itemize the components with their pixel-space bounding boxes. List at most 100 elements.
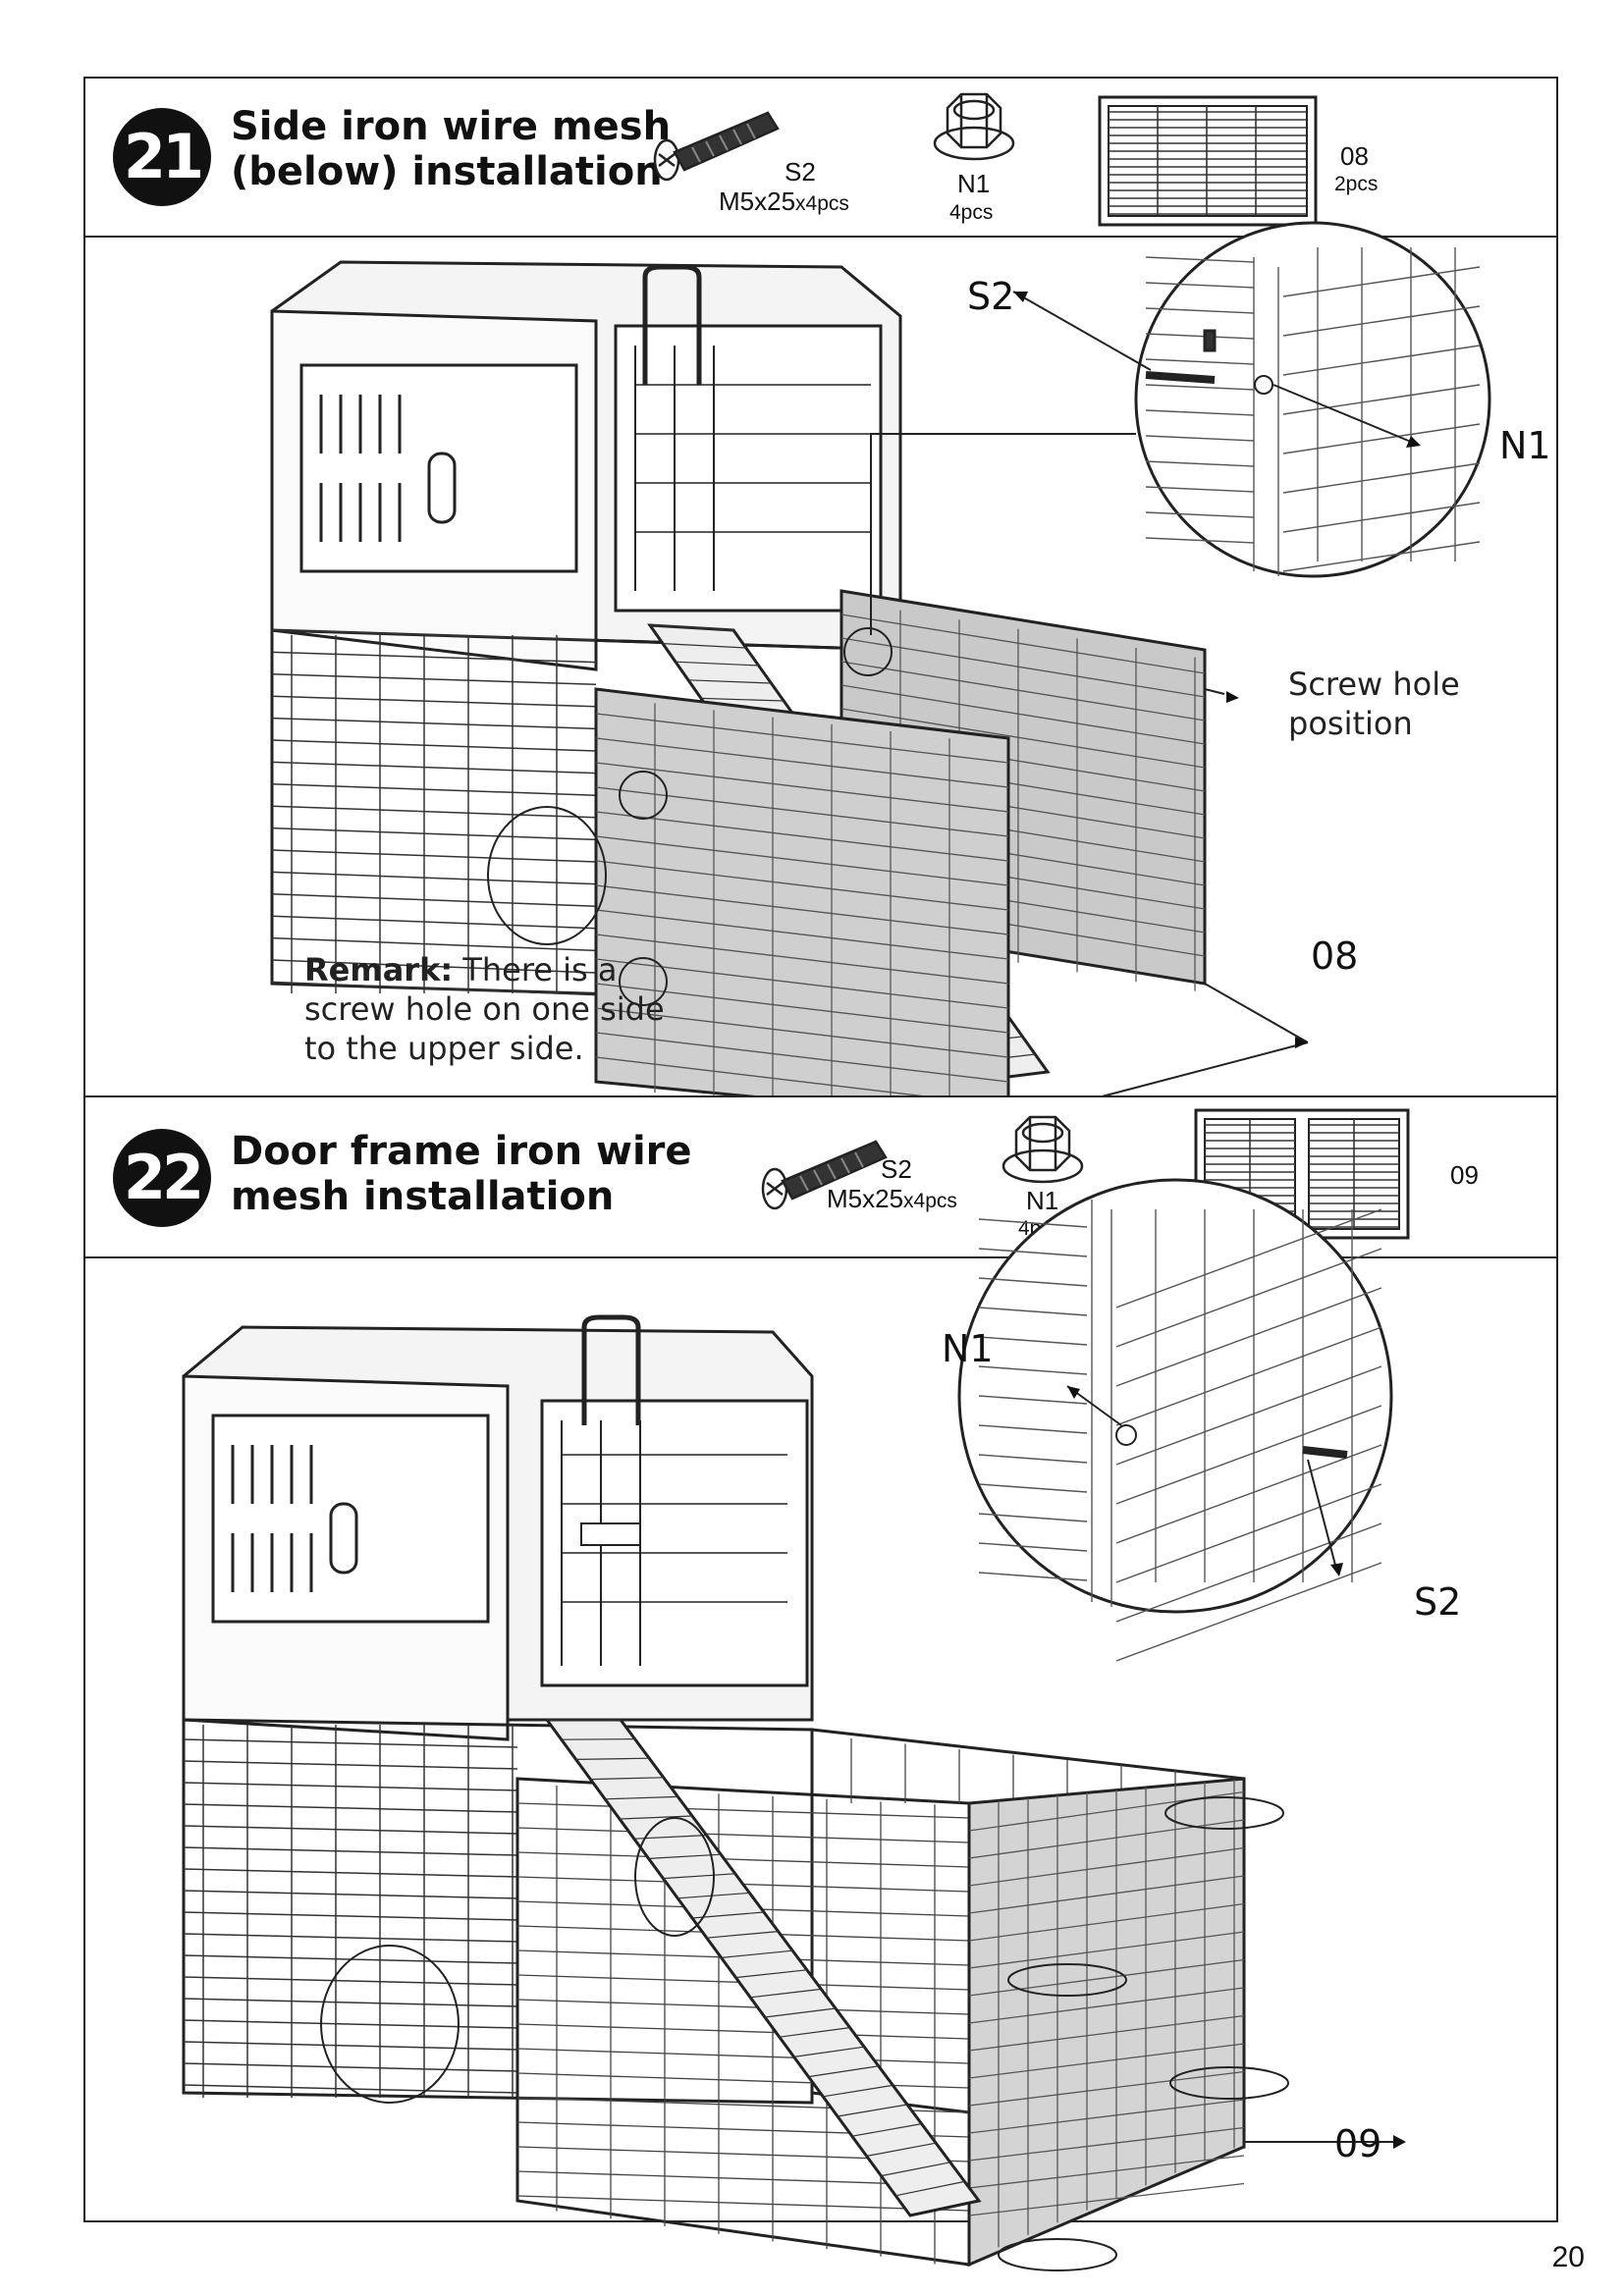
wire-line [978,1277,1088,1287]
wire-line [271,805,597,819]
wire-line [648,1853,722,1859]
screw-icon [761,1140,888,1210]
cage-illustration-step-22 [182,1178,1406,2271]
wire-line [978,1513,1088,1522]
wire-line [1115,1248,1382,1348]
wire-line [978,1365,1088,1375]
wire-line [687,679,772,684]
part-s2-spec: M5x25x4pcs [827,1184,957,1213]
wire-line [619,1815,693,1820]
wire-line [840,708,1206,769]
callout-n1-step22: N1 [942,1327,994,1370]
wire-line [1145,435,1255,442]
wire-line [595,909,1009,960]
wire-line [978,1542,1088,1552]
wire-line [561,1738,635,1740]
wire-line [516,1827,970,1843]
callout-n1-step21: N1 [1499,424,1551,467]
step-21-panel: 21 Side iron wire mesh (below) installat… [83,77,1558,1123]
wire-line [271,959,597,974]
wire-line [779,2027,850,2038]
wire-line [183,1803,518,1813]
wire-line [968,2155,1245,2189]
wire-line [605,1795,678,1800]
part-s2-code: S2 [785,157,816,187]
wire-line [595,958,1009,1009]
wire-line [271,673,597,685]
wire-line [575,1757,650,1760]
step-22-badge: 22 [113,1129,211,1227]
wire-line [595,713,1009,764]
wire-line [978,1395,1088,1405]
step-21-badge: 21 [113,108,211,206]
wire-line [1145,282,1255,289]
wire-line [271,849,597,863]
wire-line [271,871,597,885]
wire-line [1115,1287,1382,1387]
step-22-panel: 22 Door frame iron wire mesh installatio… [83,1095,1558,2271]
part-s2-spec: M5x25x4pcs [719,187,849,216]
wire-line [866,2142,937,2157]
wire-line [808,2065,879,2078]
wire-line [881,2162,950,2177]
wire-line [183,1976,518,1986]
wire-line [837,2104,908,2117]
wire-line [595,835,1009,886]
remark-note: Remark: There is a screw hole on one sid… [304,951,665,1067]
wire-line [978,1248,1088,1257]
wire-line [1282,423,1481,454]
wire-line [516,1851,970,1868]
wire-line [968,2014,1245,2052]
wire-line [1145,511,1255,518]
screw-icon [653,111,780,182]
wire-line [851,2123,922,2137]
wire-line [968,1958,1245,1997]
wire-line [823,2084,893,2098]
wire-line [1145,384,1255,391]
step-22-header: 22 Door frame iron wire mesh installatio… [85,1097,1556,1258]
wire-line [968,2070,1245,2107]
wire-line [183,1998,518,2007]
wire-line [706,1931,779,1939]
wire-line [516,1999,970,2015]
wire-line [675,661,759,667]
wire-line [735,1969,807,1979]
wire-line [840,661,1206,721]
wire-line [1145,256,1255,263]
wire-line [271,761,597,774]
wire-line [595,737,1009,788]
wire-line [978,1218,1088,1228]
wire-line [595,1032,1009,1083]
wire-line [271,827,597,841]
wire-line [978,1307,1088,1316]
step-21-title: Side iron wire mesh (below) installation [231,104,672,194]
callout-screw-hole: Screw hole position [1288,666,1460,742]
wire-line [978,1483,1088,1493]
wire-line [1115,1365,1382,1466]
wire-line [271,651,597,664]
wire-line [1282,502,1481,533]
wire-line [1282,266,1481,297]
wire-line [1115,1444,1382,1544]
wire-line [271,893,597,907]
wire-line [1145,409,1255,416]
wire-line [271,936,597,952]
page-number: 20 [1551,2241,1585,2273]
wire-line [183,1933,518,1943]
wire-line [183,2019,518,2029]
wire-line [183,1825,518,1835]
part-08-qty: 2pcs [1334,173,1379,195]
callout-s2-step21: S2 [967,275,1015,318]
wire-line [978,1572,1088,1581]
wire-line [750,1988,822,1999]
wire-line [968,2126,1245,2162]
wire-line [271,739,597,752]
wire-line [1115,1522,1382,1623]
wire-line [271,629,597,641]
wire-line [978,1454,1088,1464]
wire-line [516,2023,970,2040]
part-n1-qty: 4pcs [949,201,994,224]
wire-line [1115,1562,1382,1662]
wire-line [1282,384,1481,415]
wire-line [183,1846,518,1856]
